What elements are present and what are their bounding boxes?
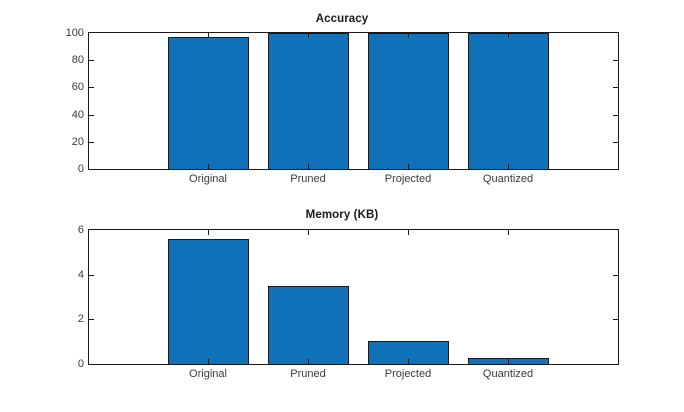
- chart-title-memory: Memory (KB): [305, 209, 379, 221]
- x-tick-label-pruned: Pruned: [290, 173, 326, 185]
- bar-pruned: [267, 285, 349, 364]
- x-tick-mark: [508, 230, 509, 235]
- y-tick-label: 2: [77, 313, 84, 326]
- x-tick-mark: [308, 33, 309, 38]
- y-tick-mark: [89, 319, 94, 321]
- x-tick-label-quantized: Quantized: [482, 368, 534, 380]
- y-tick-label: 20: [71, 135, 84, 148]
- x-tick-mark: [208, 164, 209, 169]
- x-tick-mark: [208, 33, 209, 38]
- y-tick-mark: [89, 141, 94, 143]
- bar-original: [167, 238, 249, 364]
- y-tick-mark: [89, 274, 94, 276]
- y-tick-mark: [613, 141, 618, 143]
- y-tick-label: 0: [77, 358, 84, 370]
- x-tick-mark: [508, 164, 509, 169]
- y-tick-label: 100: [65, 27, 84, 39]
- y-tick-mark: [89, 87, 94, 89]
- y-tick-mark: [613, 319, 618, 321]
- x-tick-mark: [508, 359, 509, 364]
- x-tick-label-original: Original: [189, 173, 227, 185]
- chart-title-accuracy: Accuracy: [315, 13, 369, 25]
- bar-projected: [367, 33, 449, 169]
- x-tick-mark: [408, 359, 409, 364]
- y-tick-label: 6: [77, 224, 84, 236]
- y-tick-label: 80: [71, 54, 84, 67]
- y-tick-mark: [613, 114, 618, 116]
- y-tick-label: 40: [71, 108, 84, 121]
- x-tick-mark: [208, 359, 209, 364]
- x-tick-mark: [308, 164, 309, 169]
- y-tick-mark: [613, 87, 618, 89]
- x-tick-label-projected: Projected: [384, 368, 432, 380]
- y-tick-mark: [89, 60, 94, 62]
- x-tick-mark: [408, 230, 409, 235]
- y-tick-mark: [613, 274, 618, 276]
- x-tick-mark: [208, 230, 209, 235]
- bar-quantized: [467, 33, 549, 169]
- bar-projected: [367, 340, 449, 364]
- y-tick-label: 60: [71, 81, 84, 94]
- x-tick-mark: [408, 33, 409, 38]
- x-tick-mark: [308, 359, 309, 364]
- bar-original: [167, 37, 249, 169]
- x-tick-label-pruned: Pruned: [290, 368, 326, 380]
- y-tick-label: 4: [77, 268, 84, 281]
- y-tick-mark: [613, 60, 618, 62]
- x-tick-mark: [408, 164, 409, 169]
- x-tick-mark: [308, 230, 309, 235]
- x-tick-label-quantized: Quantized: [482, 173, 534, 185]
- x-tick-label-projected: Projected: [384, 173, 432, 185]
- y-tick-mark: [89, 114, 94, 116]
- y-tick-label: 0: [77, 163, 84, 175]
- bar-pruned: [267, 33, 349, 169]
- x-tick-mark: [508, 33, 509, 38]
- x-tick-label-original: Original: [189, 368, 227, 380]
